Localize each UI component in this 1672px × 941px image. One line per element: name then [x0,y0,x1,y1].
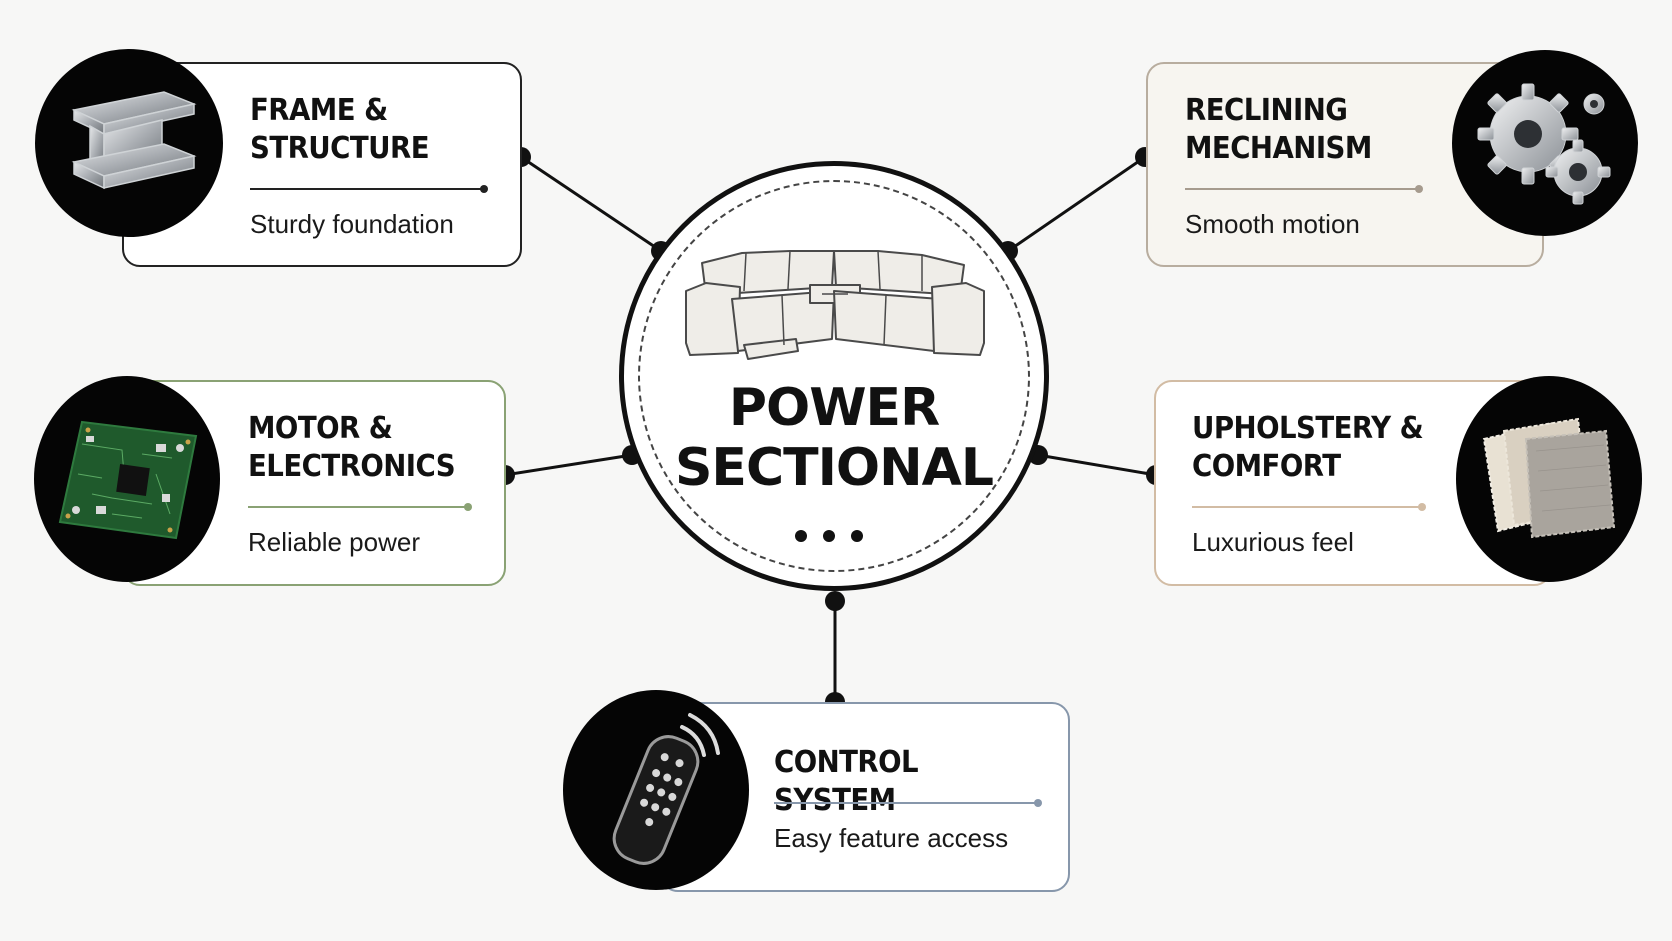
card-subtitle: Reliable power [248,527,420,557]
connector-upholstery [1037,453,1157,477]
card-subtitle: Luxurious feel [1192,527,1354,557]
badge-upholstery [1456,376,1642,582]
badge-reclining [1452,50,1638,236]
card-title: MOTOR & ELECTRONICS [248,411,456,484]
hub-dashed-ring [638,180,1030,572]
badge-control [563,690,749,890]
card-subtitle: Smooth motion [1185,209,1360,239]
gears-icon [1477,83,1611,205]
badge-motor [34,376,220,582]
card-rule [248,503,472,511]
remote-control-icon [612,713,720,865]
card-title: FRAME & STRUCTURE [250,93,430,166]
badge-frame [35,49,223,237]
card-rule [1192,503,1426,511]
card-subtitle: Easy feature access [774,823,1009,853]
card-rule [1185,185,1423,193]
card-title: RECLINING MECHANISM [1185,93,1372,166]
junction-dot [825,591,845,611]
hub-ellipsis [795,530,863,542]
connector-motor [504,453,633,477]
fabric-swatches-icon [1482,417,1616,539]
sectional-sofa-icon [685,250,985,360]
card-rule [774,799,1042,807]
card-title: CONTROL SYSTEM [774,745,919,818]
card-title: UPHOLSTERY & COMFORT [1192,411,1424,484]
connector-reclining [1007,155,1146,253]
card-subtitle: Sturdy foundation [250,209,454,239]
connector-frame [520,155,662,253]
steel-beam-icon [71,91,197,190]
hub-title: POWER SECTIONAL [674,378,994,498]
card-rule [250,185,488,193]
circuit-board-icon [58,420,198,540]
